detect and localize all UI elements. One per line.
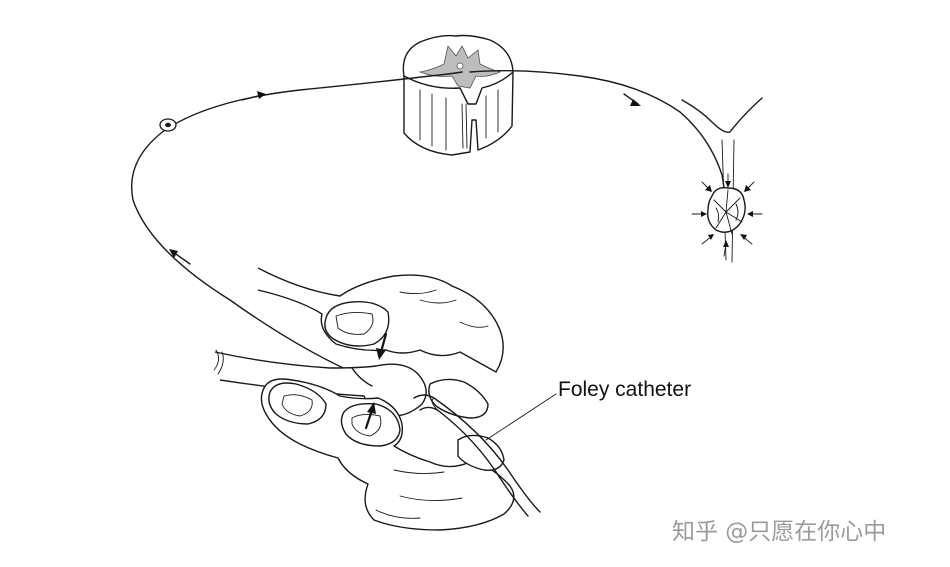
anal-sphincter [681, 97, 763, 263]
direction-arrow-icon [169, 249, 191, 265]
direction-arrow-icon [623, 93, 641, 106]
spinal-cord-segment [402, 34, 514, 156]
contraction-arrows [691, 173, 763, 257]
hands-illustration [213, 267, 515, 531]
direction-arrow-icon [241, 91, 266, 101]
catheter-label: Foley catheter [558, 378, 692, 401]
foley-catheter [413, 394, 541, 517]
afferent-nerve-path [131, 71, 463, 379]
catheter-leader-line [485, 393, 557, 441]
efferent-nerve-path [469, 69, 727, 201]
ganglion-icon [159, 118, 177, 132]
watermark-text: 知乎 @只愿在你心中 [672, 519, 887, 545]
